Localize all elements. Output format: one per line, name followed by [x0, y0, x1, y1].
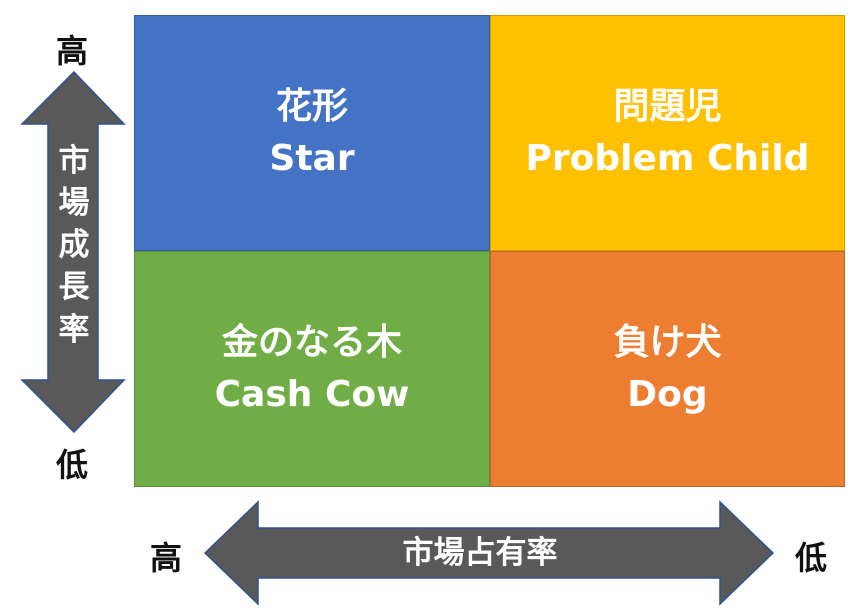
quadrant-star-en: Star: [269, 138, 355, 179]
vertical-axis-char: 市: [58, 143, 90, 179]
vertical-axis-char: 長: [58, 269, 90, 306]
quadrant-problem-child: 問題児 Problem Child: [490, 15, 845, 251]
quadrant-dog: 負け犬 Dog: [490, 251, 845, 487]
vertical-axis-high-label: 高: [56, 32, 89, 70]
horizontal-axis-low-label: 低: [795, 539, 828, 577]
quadrant-dog-jp: 負け犬: [613, 321, 722, 363]
quadrant-star-jp: 花形: [275, 85, 348, 127]
horizontal-axis-high-label: 高: [150, 539, 183, 577]
vertical-double-arrow: [20, 70, 126, 434]
vertical-axis-char: 場: [58, 185, 90, 222]
quadrant-cash-cow-jp: 金のなる木: [221, 321, 402, 363]
quadrant-cash-cow: 金のなる木 Cash Cow: [134, 251, 490, 487]
quadrant-problem-child-jp: 問題児: [613, 85, 722, 127]
horizontal-double-arrow: [203, 500, 775, 606]
vertical-axis-label: 市 場 成 長 率: [52, 140, 96, 351]
vertical-axis-char: 成: [58, 227, 90, 264]
horizontal-axis-label: 市場占有率: [402, 535, 558, 571]
quadrant-problem-child-en: Problem Child: [525, 138, 810, 179]
quadrant-dog-en: Dog: [627, 374, 708, 415]
vertical-axis-low-label: 低: [56, 446, 89, 484]
quadrant-star: 花形 Star: [134, 15, 490, 251]
quadrant-cash-cow-en: Cash Cow: [214, 374, 410, 415]
vertical-axis-char: 率: [58, 311, 90, 348]
